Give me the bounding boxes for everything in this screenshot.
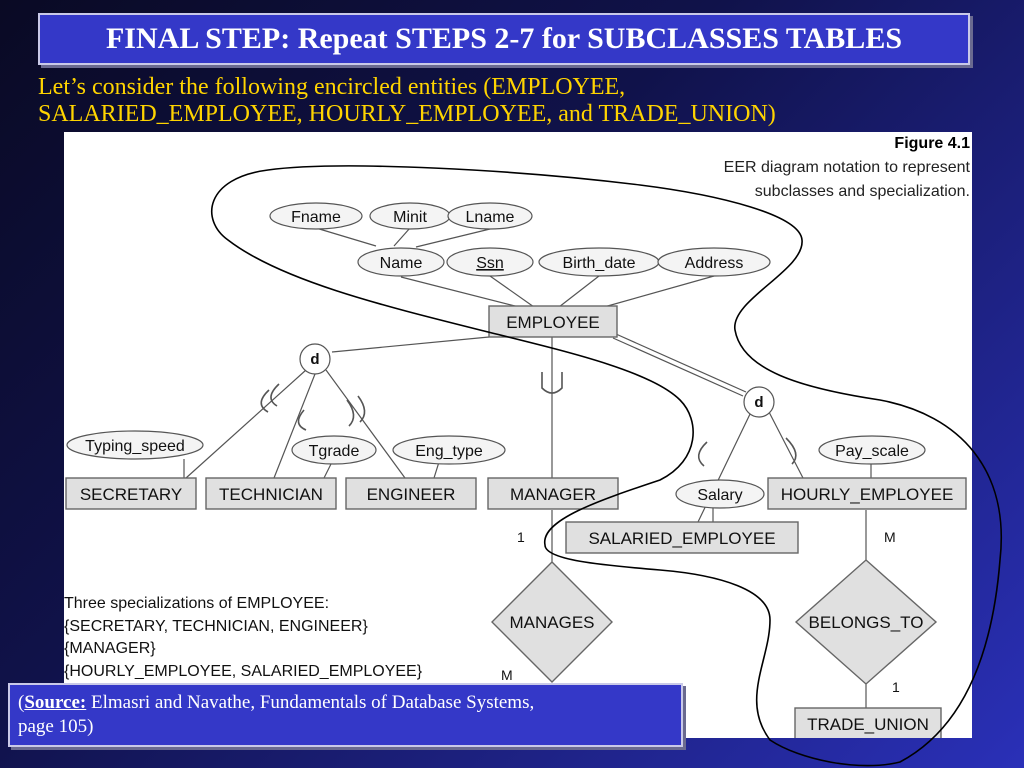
notes-line-1: Three specializations of EMPLOYEE: xyxy=(64,595,329,612)
slide-title: FINAL STEP: Repeat STEPS 2-7 for SUBCLAS… xyxy=(38,13,970,65)
entity-trade-union: TRADE_UNION xyxy=(807,715,929,734)
figure-label: Figure 4.1 xyxy=(894,135,970,152)
entity-employee: EMPLOYEE xyxy=(506,313,600,332)
entity-technician: TECHNICIAN xyxy=(219,485,323,504)
specialization-d-2: d xyxy=(754,394,763,411)
attr-tgrade: Tgrade xyxy=(309,443,360,460)
attr-minit: Minit xyxy=(393,209,427,226)
specialization-d-1: d xyxy=(310,351,319,368)
source-citation: (Source: Elmasri and Navathe, Fundamenta… xyxy=(8,683,683,747)
attr-eng-type: Eng_type xyxy=(415,443,483,460)
source-label: Source: xyxy=(24,692,87,713)
attr-name: Name xyxy=(380,255,423,272)
notes-line-3: {MANAGER} xyxy=(64,640,156,657)
entity-salaried-employee: SALARIED_EMPLOYEE xyxy=(588,529,775,548)
eer-diagram: Figure 4.1 EER diagram notation to repre… xyxy=(64,132,972,738)
entity-manager: MANAGER xyxy=(510,485,596,504)
attr-salary: Salary xyxy=(697,487,742,504)
entity-secretary: SECRETARY xyxy=(80,485,182,504)
attr-ssn: Ssn xyxy=(476,255,504,272)
cardinality-belongs-union: 1 xyxy=(892,679,900,695)
notes-line-2: {SECRETARY, TECHNICIAN, ENGINEER} xyxy=(64,618,368,635)
slide-subtitle: Let’s consider the following encircled e… xyxy=(38,74,998,128)
cardinality-belongs-hourly: M xyxy=(884,529,896,545)
attr-lname: Lname xyxy=(466,209,515,226)
cardinality-manages-manager: 1 xyxy=(517,529,525,545)
cardinality-manages-other: M xyxy=(501,667,513,683)
attr-birth-date: Birth_date xyxy=(563,255,636,272)
attr-typing-speed: Typing_speed xyxy=(85,438,185,455)
eer-diagram-svg: Figure 4.1 EER diagram notation to repre… xyxy=(64,135,971,738)
entity-engineer: ENGINEER xyxy=(367,485,456,504)
attr-address: Address xyxy=(685,255,744,272)
subtitle-line-2: SALARIED_EMPLOYEE, HOURLY_EMPLOYEE, and … xyxy=(38,101,776,127)
relationship-manages: MANAGES xyxy=(509,613,594,632)
figure-caption-line-2: subclasses and specialization. xyxy=(755,183,970,200)
source-line-1: (Source: Elmasri and Navathe, Fundamenta… xyxy=(18,692,535,713)
attr-pay-scale: Pay_scale xyxy=(835,443,909,460)
relationship-belongs-to: BELONGS_TO xyxy=(809,613,924,632)
notes-line-4: {HOURLY_EMPLOYEE, SALARIED_EMPLOYEE} xyxy=(64,663,423,680)
attr-fname: Fname xyxy=(291,209,341,226)
subtitle-line-1: Let’s consider the following encircled e… xyxy=(38,74,626,100)
figure-caption-line-1: EER diagram notation to represent xyxy=(724,159,971,176)
entity-hourly-employee: HOURLY_EMPLOYEE xyxy=(781,485,954,504)
source-line-2: page 105) xyxy=(18,716,94,737)
source-text: Elmasri and Navathe, Fundamentals of Dat… xyxy=(86,692,535,713)
